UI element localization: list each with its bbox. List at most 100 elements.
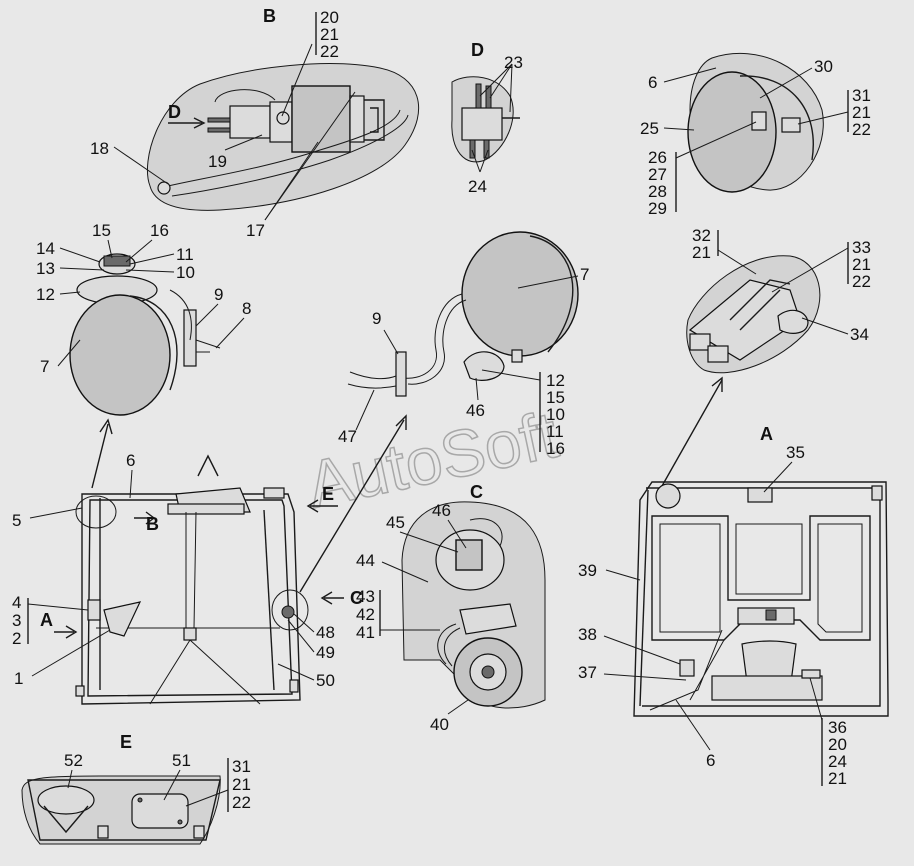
leader-46 (475, 377, 479, 401)
mount-tab (97, 825, 109, 839)
leader-1 (31, 629, 111, 677)
cab-inner-outline (87, 499, 293, 697)
rear-step (711, 675, 823, 701)
leader-35 (763, 461, 793, 493)
arrow-e-head (306, 499, 319, 513)
center-lamp-group: 7 9 47 46 12 15 10 11 16 (338, 231, 589, 458)
callout-10: 10 (546, 405, 565, 424)
lamp-7-body (69, 294, 171, 416)
leader-7b (517, 275, 579, 289)
pointer-arrow-a-head (711, 376, 723, 392)
callout-27: 27 (648, 165, 667, 184)
plate-51 (131, 793, 189, 829)
callout-33: 33 (852, 238, 871, 257)
callout-21: 21 (852, 255, 871, 274)
callout-50: 50 (316, 671, 335, 690)
callout-13: 13 (36, 259, 55, 278)
callout-23: 23 (504, 53, 523, 72)
view-d-group: D 23 24 (451, 40, 523, 196)
cab-pillar-right (263, 509, 275, 691)
view-c-group: C 45 46 44 43 42 41 40 (356, 482, 546, 734)
callout-31: 31 (232, 757, 251, 776)
leader-9 (195, 303, 219, 327)
switch-unit-17 (291, 85, 351, 153)
roof-vent (197, 454, 219, 477)
callout-22: 22 (320, 42, 339, 61)
leader-32 (717, 249, 757, 275)
connector-48 (281, 605, 295, 619)
leader-19 (224, 134, 263, 151)
callout-9: 9 (214, 285, 223, 304)
leader-13 (59, 267, 105, 271)
callout-24: 24 (828, 752, 847, 771)
leader-4 (27, 603, 89, 611)
rear-socket (765, 609, 777, 621)
view-e-panel (27, 779, 221, 841)
callout-16: 16 (150, 221, 169, 240)
relay-pin (207, 127, 231, 133)
harness-clip (183, 627, 197, 641)
leader-51 (163, 769, 181, 801)
view-a-title: A (760, 424, 773, 444)
leader-23 (479, 63, 513, 97)
callout-44: 44 (356, 551, 375, 570)
leader-12b (481, 369, 541, 381)
arrow-e-label: E (322, 484, 334, 504)
callout-42: 42 (356, 605, 375, 624)
cab-harness-vertical (185, 511, 197, 629)
lamp-switch-15 (103, 255, 131, 267)
leader-6 (663, 67, 717, 83)
callout-9: 9 (372, 309, 381, 328)
leader-14 (59, 247, 101, 263)
connector-1 (103, 601, 142, 637)
callout-49: 49 (316, 643, 335, 662)
callout-15: 15 (546, 388, 565, 407)
callout-11: 11 (546, 422, 564, 441)
leader-37 (603, 673, 687, 681)
pointer-arrow-lamp (91, 423, 109, 489)
leader-12 (59, 291, 81, 295)
lamp-cable-b (407, 299, 467, 385)
callout-22: 22 (852, 120, 871, 139)
lamp-cable (403, 293, 463, 379)
callout-20: 20 (320, 8, 339, 27)
callout-21: 21 (828, 769, 847, 788)
view-b-group: B D 20 21 22 18 19 17 (90, 6, 420, 240)
leader-39 (605, 569, 641, 581)
callout-12: 12 (546, 371, 565, 390)
pointer-arrow-center-head (395, 414, 407, 430)
detail-circle-5 (75, 495, 117, 529)
leader-44 (381, 561, 429, 583)
view-c-title: C (470, 482, 483, 502)
callout-21: 21 (232, 775, 251, 794)
arrow-a-head (65, 625, 78, 639)
leader-45 (399, 531, 459, 553)
leader-31-e (185, 789, 229, 807)
mount-clip (364, 99, 385, 141)
relay-block (229, 105, 271, 139)
callout-40: 40 (430, 715, 449, 734)
bracket-foot (689, 333, 711, 351)
leader-18 (113, 146, 169, 185)
callout-46: 46 (466, 401, 485, 420)
leader-50 (277, 663, 315, 681)
bracket-arms (729, 279, 791, 331)
lamp-wires (169, 289, 221, 353)
leader-38 (603, 635, 681, 665)
leader-24b (479, 149, 489, 173)
leader-16 (125, 239, 153, 263)
leader-25 (663, 127, 695, 131)
cab-foot (75, 685, 85, 697)
callout-12: 12 (36, 285, 55, 304)
relay-pin (469, 139, 476, 159)
callout-1: 1 (14, 669, 23, 688)
leader-49 (287, 619, 315, 653)
bolt (276, 111, 290, 125)
callout-22: 22 (852, 272, 871, 291)
callout-7: 7 (40, 357, 49, 376)
arrow-d-label: D (168, 102, 181, 122)
cab-harness-lower (149, 639, 261, 705)
callout-38: 38 (578, 625, 597, 644)
